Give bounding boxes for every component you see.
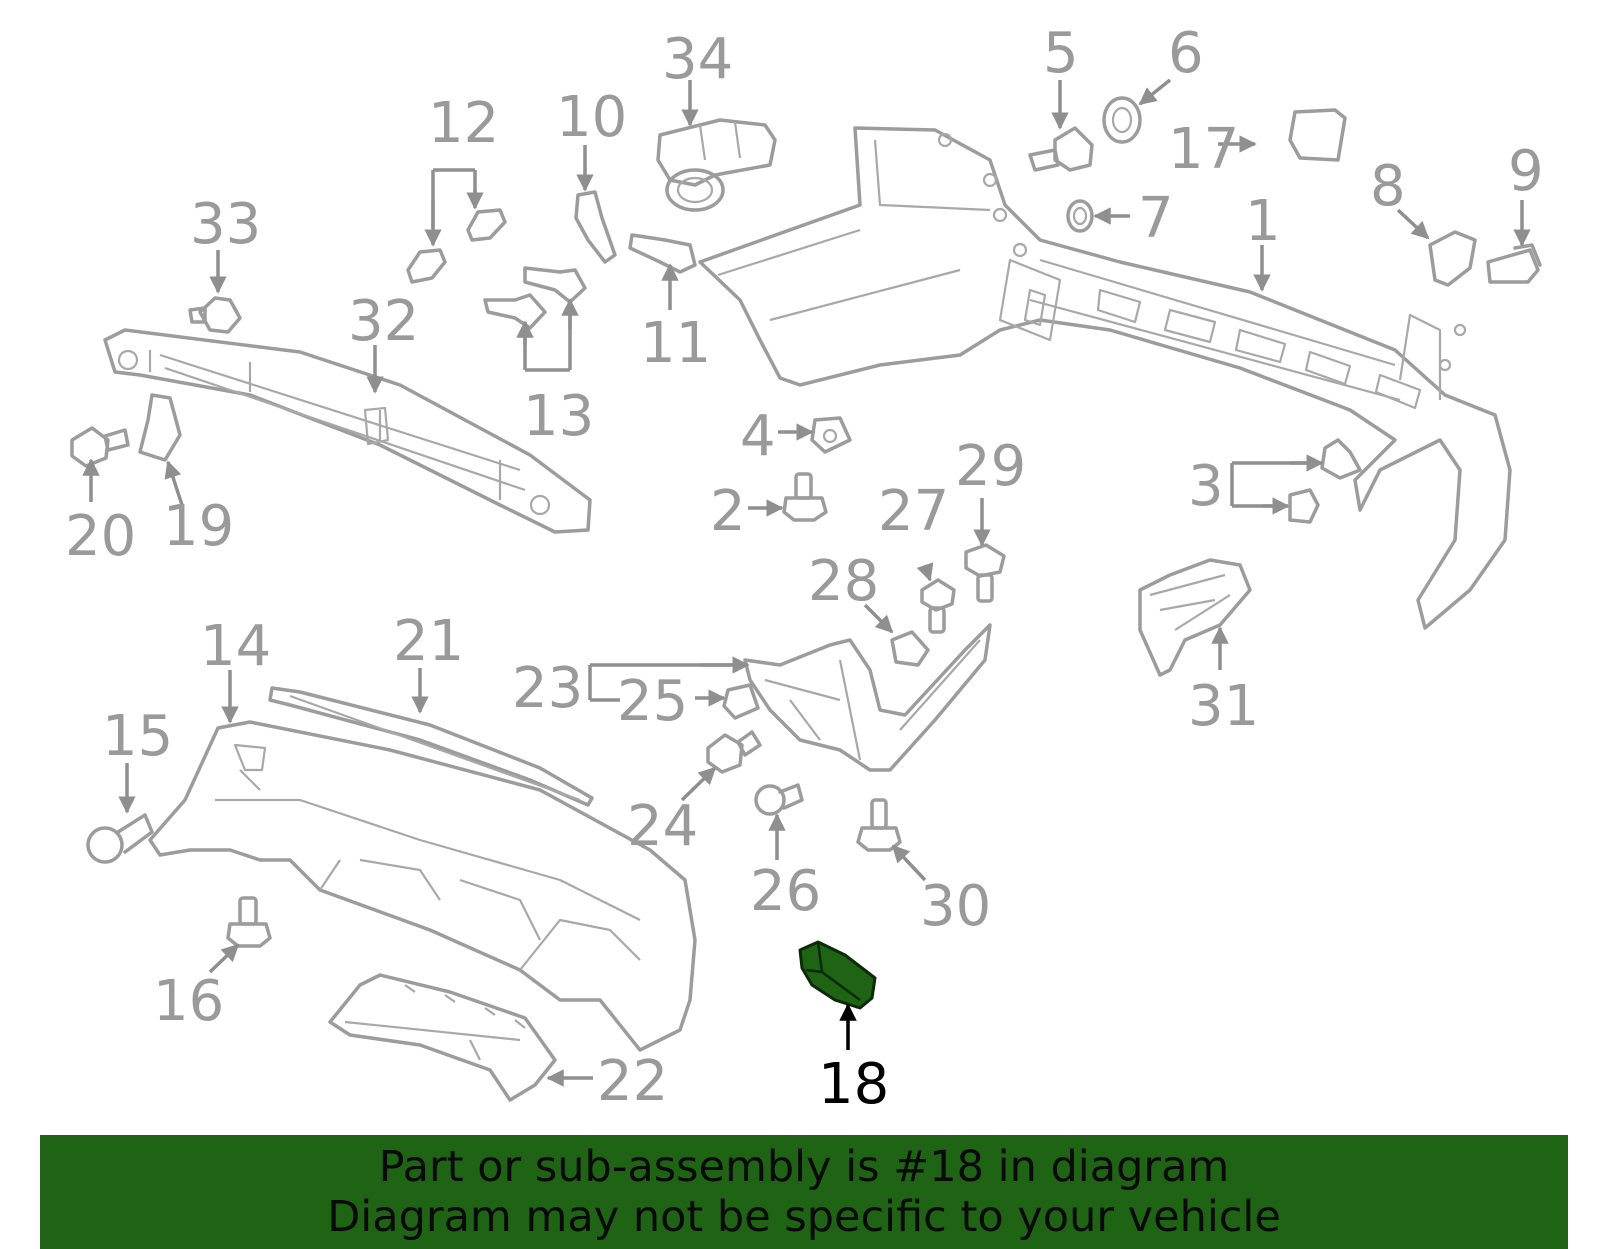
reinforcement-beam-part-32 (103, 328, 592, 534)
callout-31: 31 (1188, 674, 1259, 739)
callout-12: 12 (428, 91, 499, 156)
fasteners (70, 96, 1542, 948)
diffuser-part-22 (328, 973, 557, 1102)
callout-18[interactable]: 18 (818, 1052, 889, 1117)
callout-21: 21 (393, 609, 464, 674)
callout-8: 8 (1370, 154, 1406, 219)
info-banner: Part or sub-assembly is #18 in diagram D… (40, 1135, 1568, 1249)
callout-14: 14 (200, 614, 271, 679)
cover-part-17 (1288, 108, 1347, 162)
callout-6: 6 (1168, 21, 1204, 86)
callout-2: 2 (710, 479, 746, 544)
callout-9: 9 (1508, 139, 1544, 204)
callout-26: 26 (750, 859, 821, 924)
callout-16: 16 (153, 969, 224, 1034)
bracket-part-19 (138, 393, 182, 462)
highlighted-part-18[interactable] (798, 940, 877, 1010)
callout-19: 19 (163, 494, 234, 559)
callout-34: 34 (662, 27, 733, 92)
sensor-part-34 (656, 118, 777, 212)
callout-7: 7 (1138, 186, 1174, 251)
callout-33: 33 (190, 192, 261, 257)
bracket-part-8 (1428, 230, 1477, 287)
callout-24: 24 (627, 794, 698, 859)
clip-part-10 (574, 190, 617, 264)
callout-32: 32 (348, 289, 419, 354)
bumper-cover-part-1 (698, 126, 1512, 630)
lower-valance-part-14 (148, 720, 697, 1052)
callout-4: 4 (740, 404, 776, 469)
callout-13: 13 (523, 384, 594, 449)
callout-23: 23 (512, 656, 583, 721)
callout-labels: 1 2 3 4 5 6 7 8 9 10 11 12 13 14 15 16 1… (65, 21, 1544, 1117)
parts-diagram: 1 2 3 4 5 6 7 8 9 10 11 12 13 14 15 16 1… (65, 21, 1544, 1117)
banner-line-disclaimer: Diagram may not be specific to your vehi… (327, 1192, 1281, 1242)
callout-5: 5 (1043, 21, 1079, 86)
callout-25: 25 (617, 669, 688, 734)
callout-28: 28 (808, 549, 879, 614)
callout-17: 17 (1168, 117, 1239, 182)
callout-22: 22 (597, 1049, 668, 1114)
callout-1: 1 (1245, 189, 1281, 254)
trim-strip-part-21 (268, 686, 594, 807)
callout-3: 3 (1188, 454, 1224, 519)
bracket-part-23 (743, 623, 992, 772)
callout-29: 29 (955, 434, 1026, 499)
callout-20: 20 (65, 504, 136, 569)
leader-lines (82, 78, 1531, 1087)
banner-line-part-number: Part or sub-assembly is #18 in diagram (378, 1142, 1230, 1192)
callout-27: 27 (878, 479, 949, 544)
nuts-part-3 (1288, 438, 1362, 524)
callout-15: 15 (102, 704, 173, 769)
callout-11: 11 (640, 311, 711, 376)
callout-30: 30 (920, 874, 991, 939)
callout-10: 10 (556, 85, 627, 150)
support-part-31 (1138, 558, 1252, 677)
clips-part-12 (406, 208, 507, 284)
